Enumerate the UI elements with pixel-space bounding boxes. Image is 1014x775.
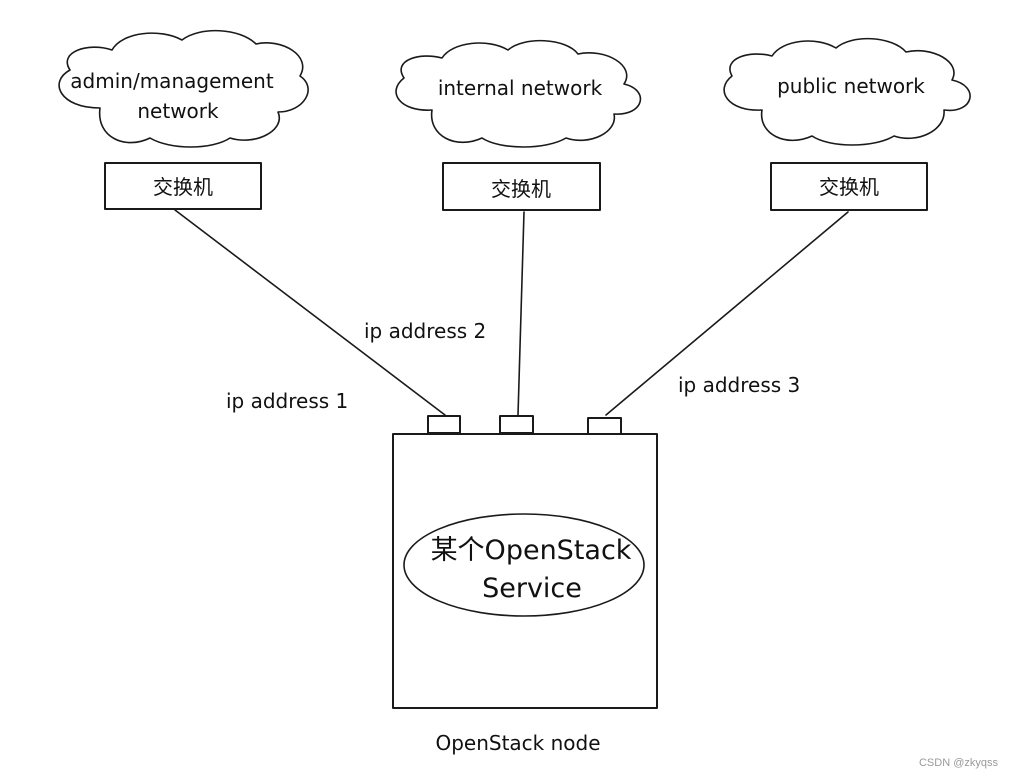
cloud-label-line-2: network <box>137 99 219 123</box>
cloud-shape <box>723 37 971 146</box>
switch-box <box>770 162 928 211</box>
service-ellipse <box>403 513 645 617</box>
switch-label: 交换机 <box>153 175 213 199</box>
link-public <box>605 211 849 416</box>
openstack-node: 某个OpenStack Service OpenStack node <box>392 433 658 755</box>
node-box <box>392 433 658 709</box>
switch-label: 交换机 <box>819 175 879 199</box>
switch-box <box>104 162 262 210</box>
switch-label: 交换机 <box>491 177 551 201</box>
port-3 <box>587 417 622 435</box>
cloud-label-line-1: admin/management <box>70 69 274 93</box>
cloud-internal-network: internal network <box>395 39 642 148</box>
cloud-public-network: public network <box>723 37 971 146</box>
cloud-shape <box>395 39 642 148</box>
link-admin <box>174 209 446 416</box>
cloud-admin-network: admin/management network <box>58 29 309 148</box>
switch-internal: 交换机 <box>442 162 601 211</box>
service-label-line-2: Service <box>482 573 582 604</box>
link-internal <box>517 211 525 416</box>
cloud-shape <box>58 29 309 148</box>
port-2 <box>499 415 534 434</box>
switch-admin: 交换机 <box>104 162 262 210</box>
cloud-label-line-1: public network <box>777 74 925 98</box>
ip-label-1: ip address 1 <box>226 389 348 413</box>
node-caption: OpenStack node <box>435 731 600 755</box>
switch-box <box>442 162 601 211</box>
ip-label-2: ip address 2 <box>364 319 486 343</box>
ip-label-3: ip address 3 <box>678 373 800 397</box>
cloud-label-line-1: internal network <box>438 76 603 100</box>
port-1 <box>427 415 461 434</box>
switch-public: 交换机 <box>770 162 928 211</box>
service-label-line-1: 某个OpenStack <box>431 535 632 566</box>
watermark: CSDN @zkyqss <box>919 757 999 769</box>
